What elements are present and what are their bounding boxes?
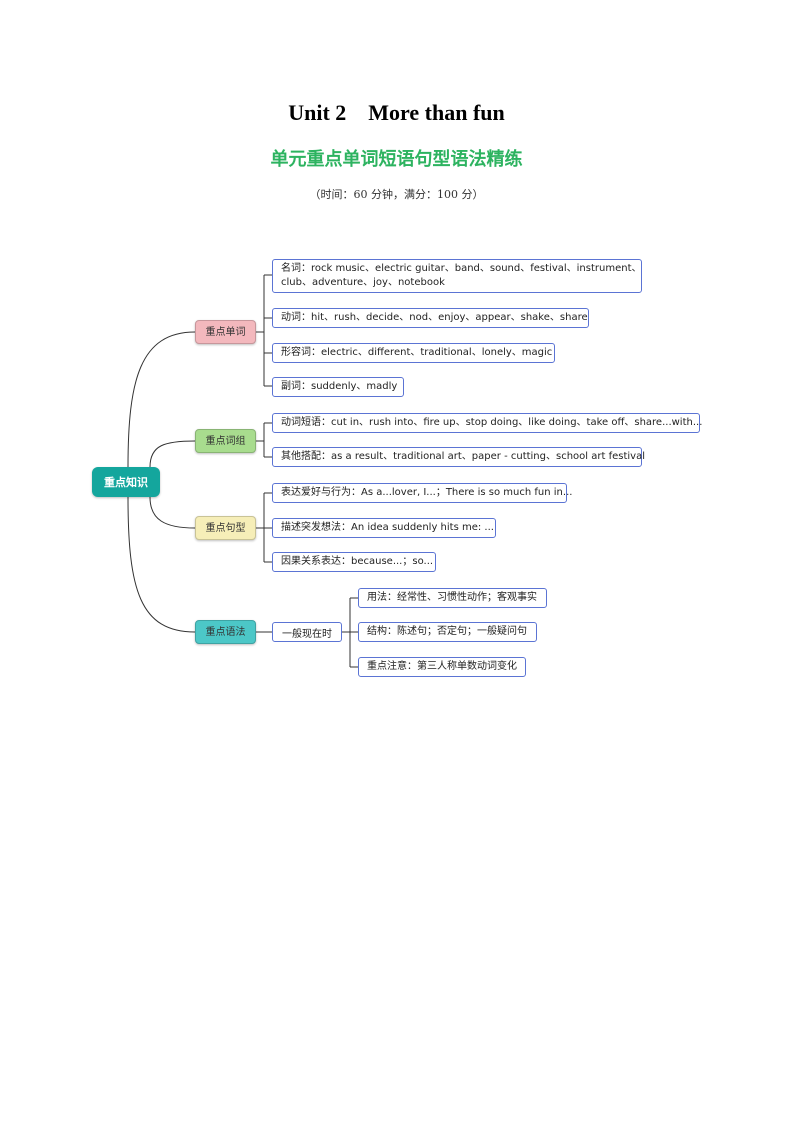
category-sentences: 重点句型	[195, 516, 256, 540]
leaf-usage-text: 用法：经常性、习惯性动作；客观事实	[367, 592, 537, 603]
leaf-usage: 用法：经常性、习惯性动作；客观事实	[358, 588, 547, 608]
connector-root-sentences	[149, 496, 196, 529]
category-phrases: 重点词组	[195, 429, 256, 453]
leaf-structure-text: 结构：陈述句；否定句；一般疑问句	[367, 626, 527, 637]
exam-info: （时间：60 分钟，满分：100 分）	[309, 188, 484, 201]
connector-phrases-bracket	[256, 422, 272, 458]
leaf-verb-phrases-text: 动词短语：cut in、rush into、fire up、stop doing…	[281, 417, 703, 428]
connector-sentences-bracket	[256, 492, 272, 563]
leaf-structure: 结构：陈述句；否定句；一般疑问句	[358, 622, 537, 642]
leaf-nouns-line1: 名词：rock music、electric guitar、band、sound…	[281, 263, 642, 274]
leaf-verbs-text: 动词：hit、rush、decide、nod、enjoy、appear、shak…	[281, 312, 588, 323]
leaf-cause-text: 因果关系表达：because...；so...	[281, 556, 434, 567]
grammar-present-simple: 一般现在时	[272, 622, 342, 642]
leaf-adverbs: 副词：suddenly、madly	[272, 377, 404, 397]
connector-root-grammar	[127, 496, 196, 633]
connector-tense-bracket	[342, 597, 358, 668]
leaf-adjectives: 形容词：electric、different、traditional、lonel…	[272, 343, 555, 363]
leaf-nouns: 名词：rock music、electric guitar、band、sound…	[272, 259, 642, 293]
leaf-collocations: 其他搭配：as a result、traditional art、paper -…	[272, 447, 645, 467]
leaf-collocations-text: 其他搭配：as a result、traditional art、paper -…	[281, 451, 645, 462]
leaf-hobbies-text: 表达爱好与行为：As a...lover, I...；There is so m…	[281, 487, 573, 498]
leaf-notes: 重点注意：第三人称单数动词变化	[358, 657, 526, 677]
category-vocabulary: 重点单词	[195, 320, 256, 344]
leaf-ideas: 描述突发想法：An idea suddenly hits me: ...	[272, 518, 496, 538]
leaf-verbs: 动词：hit、rush、decide、nod、enjoy、appear、shak…	[272, 308, 589, 328]
leaf-cause: 因果关系表达：because...；so...	[272, 552, 436, 572]
leaf-hobbies: 表达爱好与行为：As a...lover, I...；There is so m…	[272, 483, 573, 503]
category-grammar: 重点语法	[195, 620, 256, 644]
connector-vocab-bracket	[256, 274, 272, 387]
document-subtitle: 单元重点单词短语句型语法精练	[270, 149, 523, 170]
connector-root-phrases	[149, 440, 196, 468]
document-title: Unit 2 More than fun	[288, 100, 505, 125]
leaf-ideas-text: 描述突发想法：An idea suddenly hits me: ...	[281, 522, 494, 533]
leaf-adverbs-text: 副词：suddenly、madly	[281, 381, 398, 392]
mindmap-root: 重点知识	[92, 467, 160, 497]
connector-root-vocab	[127, 331, 196, 468]
leaf-nouns-line2: club、adventure、joy、notebook	[281, 277, 445, 288]
leaf-notes-text: 重点注意：第三人称单数动词变化	[367, 661, 517, 672]
leaf-adjectives-text: 形容词：electric、different、traditional、lonel…	[281, 347, 553, 358]
leaf-verb-phrases: 动词短语：cut in、rush into、fire up、stop doing…	[272, 413, 703, 433]
